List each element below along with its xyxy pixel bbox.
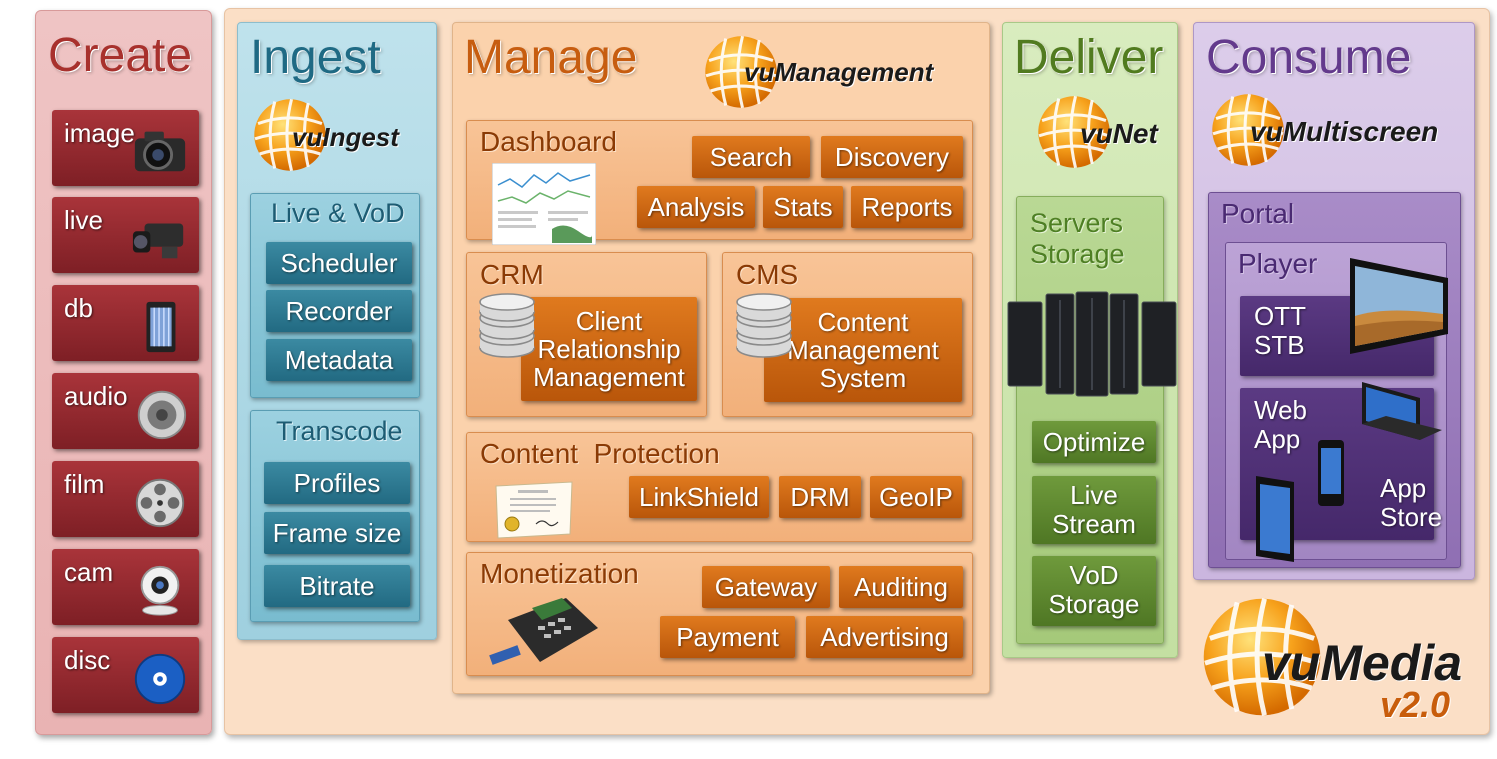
web-line: Web	[1254, 395, 1307, 425]
crm-line-2: Relationship	[537, 334, 681, 364]
stb-line: STB	[1254, 330, 1305, 360]
ott-line: OTT	[1254, 301, 1306, 331]
advertising-button[interactable]: Advertising	[806, 616, 963, 658]
vod-storage-line-2: Storage	[1048, 589, 1140, 619]
reports-button[interactable]: Reports	[851, 186, 963, 228]
web-app-button[interactable]: Web App	[1254, 396, 1307, 454]
create-item-live[interactable]: live	[52, 197, 199, 273]
client-relationship-management-button[interactable]: Client Relationship Management	[521, 297, 697, 401]
film-reel-icon	[135, 478, 185, 528]
create-item-film[interactable]: film	[52, 461, 199, 537]
create-item-label: cam	[64, 557, 114, 587]
dashboard-thumbnail-icon	[492, 163, 596, 245]
analysis-button[interactable]: Analysis	[637, 186, 755, 228]
crm-line-3: Management	[533, 362, 685, 392]
linkshield-button[interactable]: LinkShield	[629, 476, 769, 518]
crm-title: CRM	[480, 259, 544, 290]
database-icon	[736, 293, 792, 358]
create-item-cam[interactable]: cam	[52, 549, 199, 625]
create-item-disc[interactable]: disc	[52, 637, 199, 713]
crm-line-1: Client	[575, 306, 643, 336]
camera-icon	[134, 131, 186, 172]
server-icon	[146, 301, 176, 353]
search-button[interactable]: Search	[692, 136, 810, 178]
metadata-button[interactable]: Metadata	[266, 339, 412, 381]
optimize-button[interactable]: Optimize	[1032, 421, 1156, 463]
create-item-db[interactable]: db	[52, 285, 199, 361]
content-management-system-button[interactable]: Content Management System	[764, 298, 962, 402]
live-stream-line-1: Live	[1070, 480, 1118, 510]
vod-storage-line-1: VoD	[1069, 560, 1119, 590]
laptop-icon	[1362, 382, 1442, 440]
monetization-title: Monetization	[480, 558, 639, 589]
dashboard-title: Dashboard	[480, 126, 617, 157]
live-stream-button[interactable]: Live Stream	[1032, 476, 1156, 544]
create-item-label: audio	[64, 381, 128, 411]
create-item-image[interactable]: image	[52, 110, 199, 186]
server-rack-icon	[1007, 291, 1177, 397]
vumanagement-logo: vuManagement	[744, 57, 934, 87]
vumultiscreen-logo: vuMultiscreen	[1250, 116, 1439, 147]
webcam-icon	[140, 565, 180, 616]
cms-line-3: System	[819, 363, 907, 393]
portal-title: Portal	[1221, 198, 1295, 229]
create-item-label: disc	[64, 645, 111, 675]
database-icon	[479, 293, 535, 358]
servers-title-line-1: Servers	[1030, 208, 1124, 238]
player-title: Player	[1238, 248, 1318, 279]
discovery-button[interactable]: Discovery	[821, 136, 963, 178]
servers-title-line-2: Storage	[1030, 239, 1125, 269]
create-item-label: db	[64, 293, 93, 323]
tablet-icon	[1256, 476, 1294, 562]
bluray-disc-icon	[134, 653, 186, 705]
manage-title: Manage	[464, 31, 638, 84]
certificate-icon	[495, 481, 573, 539]
profiles-button[interactable]: Profiles	[264, 462, 410, 504]
live-stream-line-2: Stream	[1052, 509, 1136, 539]
create-item-label: film	[64, 469, 105, 499]
drm-button[interactable]: DRM	[779, 476, 861, 518]
deliver-title: Deliver	[1014, 31, 1164, 84]
smartphone-icon	[1318, 440, 1344, 506]
stats-button[interactable]: Stats	[763, 186, 843, 228]
ingest-title: Ingest	[250, 31, 381, 84]
create-item-label: live	[64, 205, 104, 235]
app-store-line-1: App	[1380, 473, 1427, 503]
servers-storage-title: Servers Storage	[1030, 208, 1125, 270]
vod-storage-button[interactable]: VoD Storage	[1032, 556, 1156, 626]
recorder-button[interactable]: Recorder	[266, 290, 412, 332]
bitrate-button[interactable]: Bitrate	[264, 565, 410, 607]
app-store-button[interactable]: App Store	[1380, 474, 1442, 532]
app-store-line-2: Store	[1380, 502, 1443, 532]
cms-line-2: Management	[787, 335, 939, 365]
frame-size-button[interactable]: Frame size	[264, 512, 410, 554]
vumedia-version: v2.0	[1380, 684, 1451, 725]
tv-icon	[1350, 258, 1448, 354]
app-line: App	[1254, 424, 1301, 454]
content-protection-title: Content Protection	[480, 438, 720, 469]
speaker-icon	[137, 390, 187, 440]
create-title: Create	[48, 29, 193, 82]
payment-button[interactable]: Payment	[660, 616, 795, 658]
card-terminal-icon	[489, 598, 598, 665]
consume-title: Consume	[1206, 31, 1412, 84]
create-item-audio[interactable]: audio	[52, 373, 199, 449]
vuingest-logo: vuIngest	[292, 122, 399, 152]
video-camera-icon	[132, 223, 184, 259]
vumedia-brand: vuMedia	[1262, 635, 1463, 691]
vunet-logo: vuNet	[1080, 118, 1158, 149]
live-vod-title: Live & VoD	[271, 198, 405, 228]
create-item-label: image	[64, 118, 135, 148]
cms-line-1: Content	[817, 307, 909, 337]
cms-title: CMS	[736, 259, 799, 290]
geoip-button[interactable]: GeoIP	[870, 476, 962, 518]
auditing-button[interactable]: Auditing	[839, 566, 963, 608]
transcode-title: Transcode	[276, 416, 403, 446]
gateway-button[interactable]: Gateway	[702, 566, 830, 608]
scheduler-button[interactable]: Scheduler	[266, 242, 412, 284]
